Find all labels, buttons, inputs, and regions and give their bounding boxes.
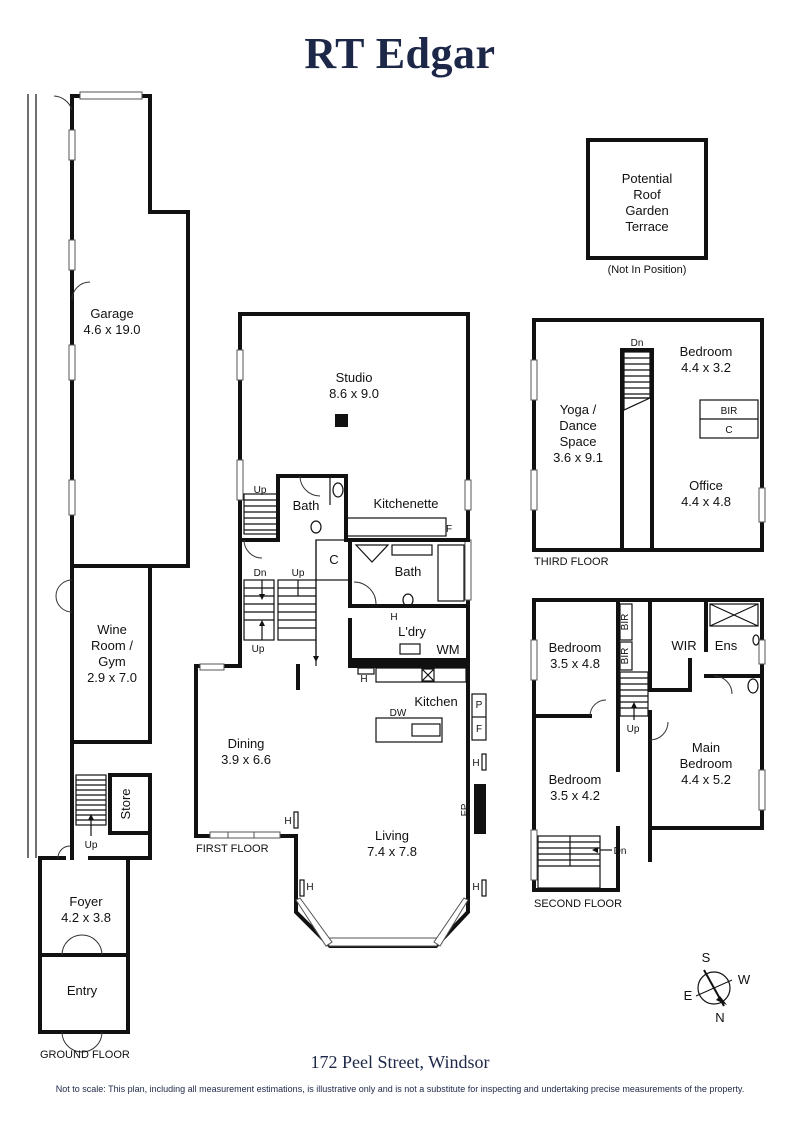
studio-name: Studio bbox=[336, 370, 373, 385]
wine-size: 2.9 x 7.0 bbox=[87, 670, 137, 685]
roof-note: (Not In Position) bbox=[608, 264, 687, 276]
pantry-mark: P bbox=[476, 700, 483, 711]
fridge-mark-1: F bbox=[446, 524, 452, 535]
closet-c1-label: C bbox=[329, 552, 338, 567]
brand-logo: RT Edgar bbox=[304, 29, 496, 78]
yoga-size: 3.6 x 9.1 bbox=[553, 450, 603, 465]
compass-e: E bbox=[684, 988, 693, 1003]
roof-line-3: Garden bbox=[625, 203, 668, 218]
third-floor-plan bbox=[530, 318, 766, 552]
roof-line-2: Roof bbox=[633, 187, 661, 202]
main-bed-line-2: Bedroom bbox=[680, 756, 733, 771]
heater-mark-4: H bbox=[284, 816, 291, 827]
bed3-size: 4.4 x 3.2 bbox=[681, 360, 731, 375]
compass-icon bbox=[695, 969, 733, 1007]
property-address: 172 Peel Street, Windsor bbox=[310, 1052, 490, 1072]
third-dn-label: Dn bbox=[631, 338, 644, 349]
main-bed-size: 4.4 x 5.2 bbox=[681, 772, 731, 787]
kitchenette-label: Kitchenette bbox=[373, 496, 438, 511]
living-name: Living bbox=[375, 828, 409, 843]
wine-name-2: Room / bbox=[91, 638, 133, 653]
studio-up-label: Up bbox=[254, 485, 267, 496]
second-up-label: Up bbox=[627, 724, 640, 735]
bir2b-label: BIR bbox=[620, 648, 631, 665]
garage-name: Garage bbox=[90, 306, 133, 321]
second-dn-label: Dn bbox=[614, 846, 627, 857]
wine-name-1: Wine bbox=[97, 622, 127, 637]
laundry-label: L'dry bbox=[398, 624, 426, 639]
store-label: Store bbox=[118, 788, 133, 819]
entry-label: Entry bbox=[67, 983, 98, 998]
heater-mark-2: H bbox=[360, 674, 367, 685]
foyer-size: 4.2 x 3.8 bbox=[61, 910, 111, 925]
first-floor-label: FIRST FLOOR bbox=[196, 843, 269, 855]
second-floor-label: SECOND FLOOR bbox=[534, 898, 622, 910]
first-floor-plan bbox=[194, 312, 487, 948]
ensuite-label: Ens bbox=[715, 638, 738, 653]
heater-mark-1: H bbox=[390, 612, 397, 623]
bath1-label: Bath bbox=[293, 498, 320, 513]
office-name: Office bbox=[689, 478, 723, 493]
bath2-label: Bath bbox=[395, 564, 422, 579]
bed3-name: Bedroom bbox=[680, 344, 733, 359]
bed2a-name: Bedroom bbox=[549, 640, 602, 655]
kitchen-label: Kitchen bbox=[414, 694, 457, 709]
compass-w: W bbox=[738, 972, 751, 987]
first-dn-label: Dn bbox=[254, 568, 267, 579]
heater-mark-3: H bbox=[472, 758, 479, 769]
dining-name: Dining bbox=[228, 736, 265, 751]
ground-up-label: Up bbox=[85, 840, 98, 851]
second-floor-plan bbox=[530, 598, 766, 892]
heater-mark-5: H bbox=[306, 882, 313, 893]
closet-c3-label: C bbox=[725, 425, 732, 436]
living-size: 7.4 x 7.8 bbox=[367, 844, 417, 859]
ground-floor-plan bbox=[27, 91, 190, 1053]
disclaimer-text: Not to scale: This plan, including all m… bbox=[55, 1084, 745, 1094]
heater-mark-6: H bbox=[472, 882, 479, 893]
third-floor-label: THIRD FLOOR bbox=[534, 556, 609, 568]
wm-label: WM bbox=[436, 642, 459, 657]
bed2b-name: Bedroom bbox=[549, 772, 602, 787]
roof-line-4: Terrace bbox=[625, 219, 668, 234]
wir-label: WIR bbox=[671, 638, 696, 653]
dining-size: 3.9 x 6.6 bbox=[221, 752, 271, 767]
fp-mark: FP bbox=[460, 803, 471, 816]
yoga-line-2: Dance bbox=[559, 418, 597, 433]
first-up-label-1: Up bbox=[292, 568, 305, 579]
roof-line-1: Potential bbox=[622, 171, 673, 186]
main-bed-line-1: Main bbox=[692, 740, 720, 755]
wine-name-3: Gym bbox=[98, 654, 125, 669]
bir3-label: BIR bbox=[721, 406, 738, 417]
roof-terrace-box bbox=[586, 138, 708, 260]
fridge-mark-2: F bbox=[476, 724, 482, 735]
compass-s: S bbox=[702, 950, 711, 965]
office-size: 4.4 x 4.8 bbox=[681, 494, 731, 509]
dw-mark: DW bbox=[390, 708, 407, 719]
bir2a-label: BIR bbox=[620, 614, 631, 631]
yoga-line-1: Yoga / bbox=[560, 402, 597, 417]
yoga-line-3: Space bbox=[560, 434, 597, 449]
studio-size: 8.6 x 9.0 bbox=[329, 386, 379, 401]
foyer-name: Foyer bbox=[69, 894, 103, 909]
bed2a-size: 3.5 x 4.8 bbox=[550, 656, 600, 671]
bed2b-size: 3.5 x 4.2 bbox=[550, 788, 600, 803]
ground-floor-label: GROUND FLOOR bbox=[40, 1049, 130, 1061]
first-up-label-2: Up bbox=[252, 644, 265, 655]
compass-n: N bbox=[715, 1010, 724, 1025]
garage-size: 4.6 x 19.0 bbox=[83, 322, 140, 337]
